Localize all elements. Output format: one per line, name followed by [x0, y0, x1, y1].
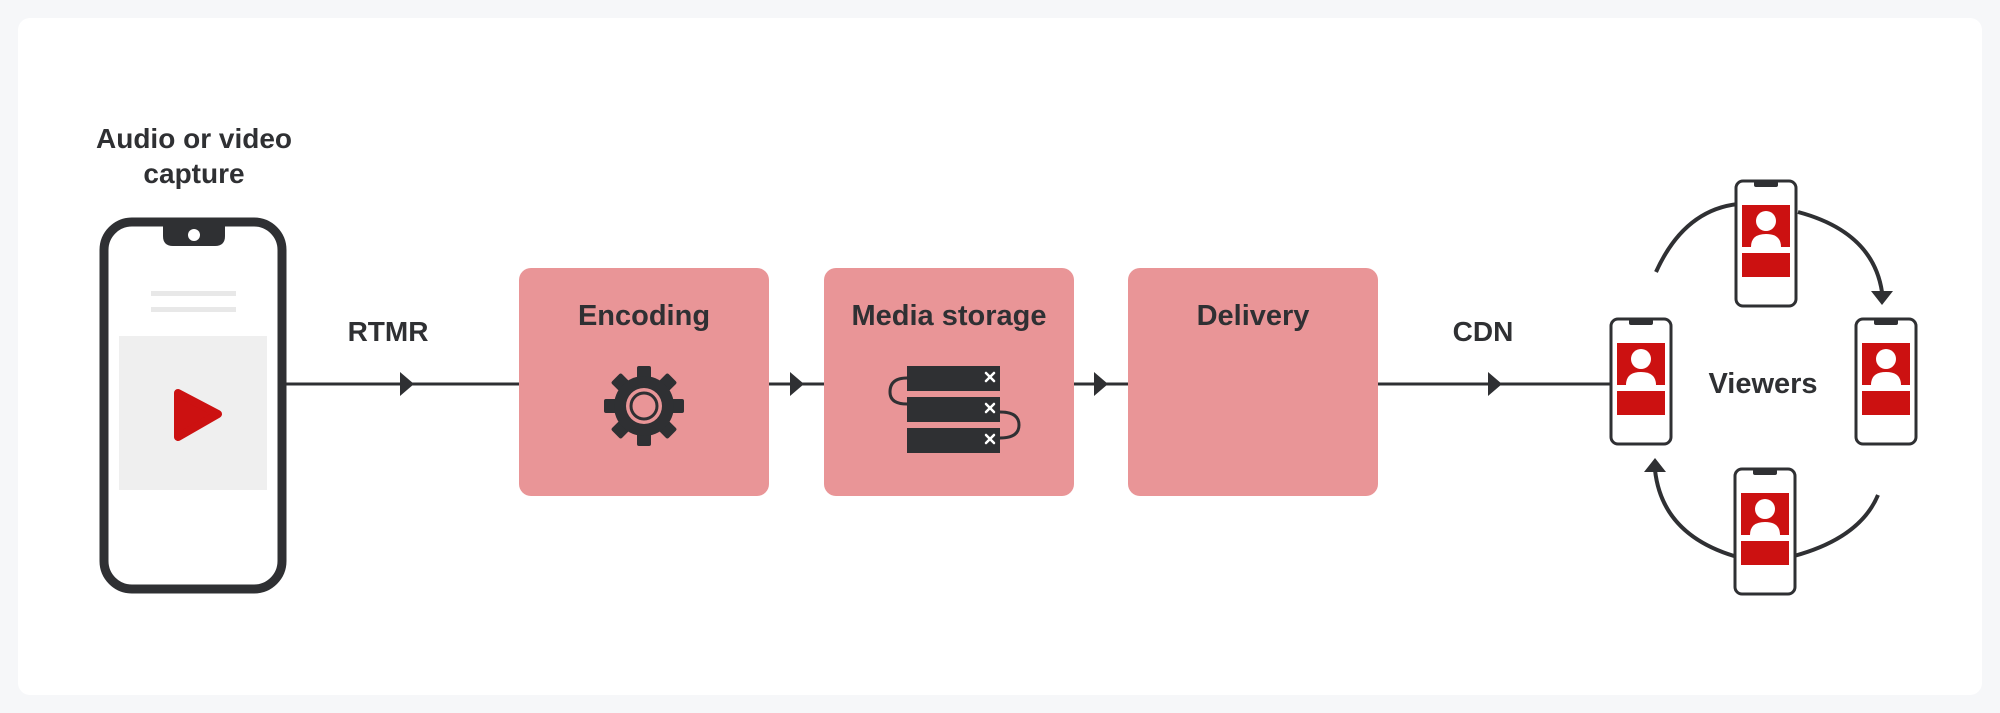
viewer-phone-icon [1854, 317, 1918, 446]
arrow-head-rtmr [400, 372, 414, 396]
viewers-cycle-arrowheads [1644, 291, 1893, 472]
viewer-phone-icon [1734, 179, 1798, 308]
delivery-stage: Delivery [1128, 268, 1378, 496]
capture-label-line1: Audio or video [96, 123, 292, 154]
gear-icon [604, 366, 684, 446]
media-storage-label: Media storage [852, 300, 1047, 332]
media-storage-stage: Media storage [824, 268, 1074, 496]
viewers-label: Viewers [1708, 368, 1817, 400]
encoding-stage: Encoding [519, 268, 769, 496]
play-icon [174, 389, 222, 441]
arrow-head-encoding-storage [790, 372, 804, 396]
cdn-label: CDN [1453, 316, 1514, 347]
viewers-cycle-arrows [1653, 202, 1884, 558]
viewer-phone-icon [1609, 317, 1673, 446]
encoding-label: Encoding [578, 300, 710, 332]
rtmr-label: RTMR [348, 316, 429, 347]
viewer-phone-icon [1733, 467, 1797, 596]
capture-phone-icon [99, 217, 287, 594]
capture-label-line2: capture [143, 158, 244, 189]
arrow-head-cdn [1488, 372, 1502, 396]
server-stack-icon [888, 366, 1021, 453]
arrow-head-storage-delivery [1094, 372, 1108, 396]
delivery-label: Delivery [1197, 300, 1310, 332]
